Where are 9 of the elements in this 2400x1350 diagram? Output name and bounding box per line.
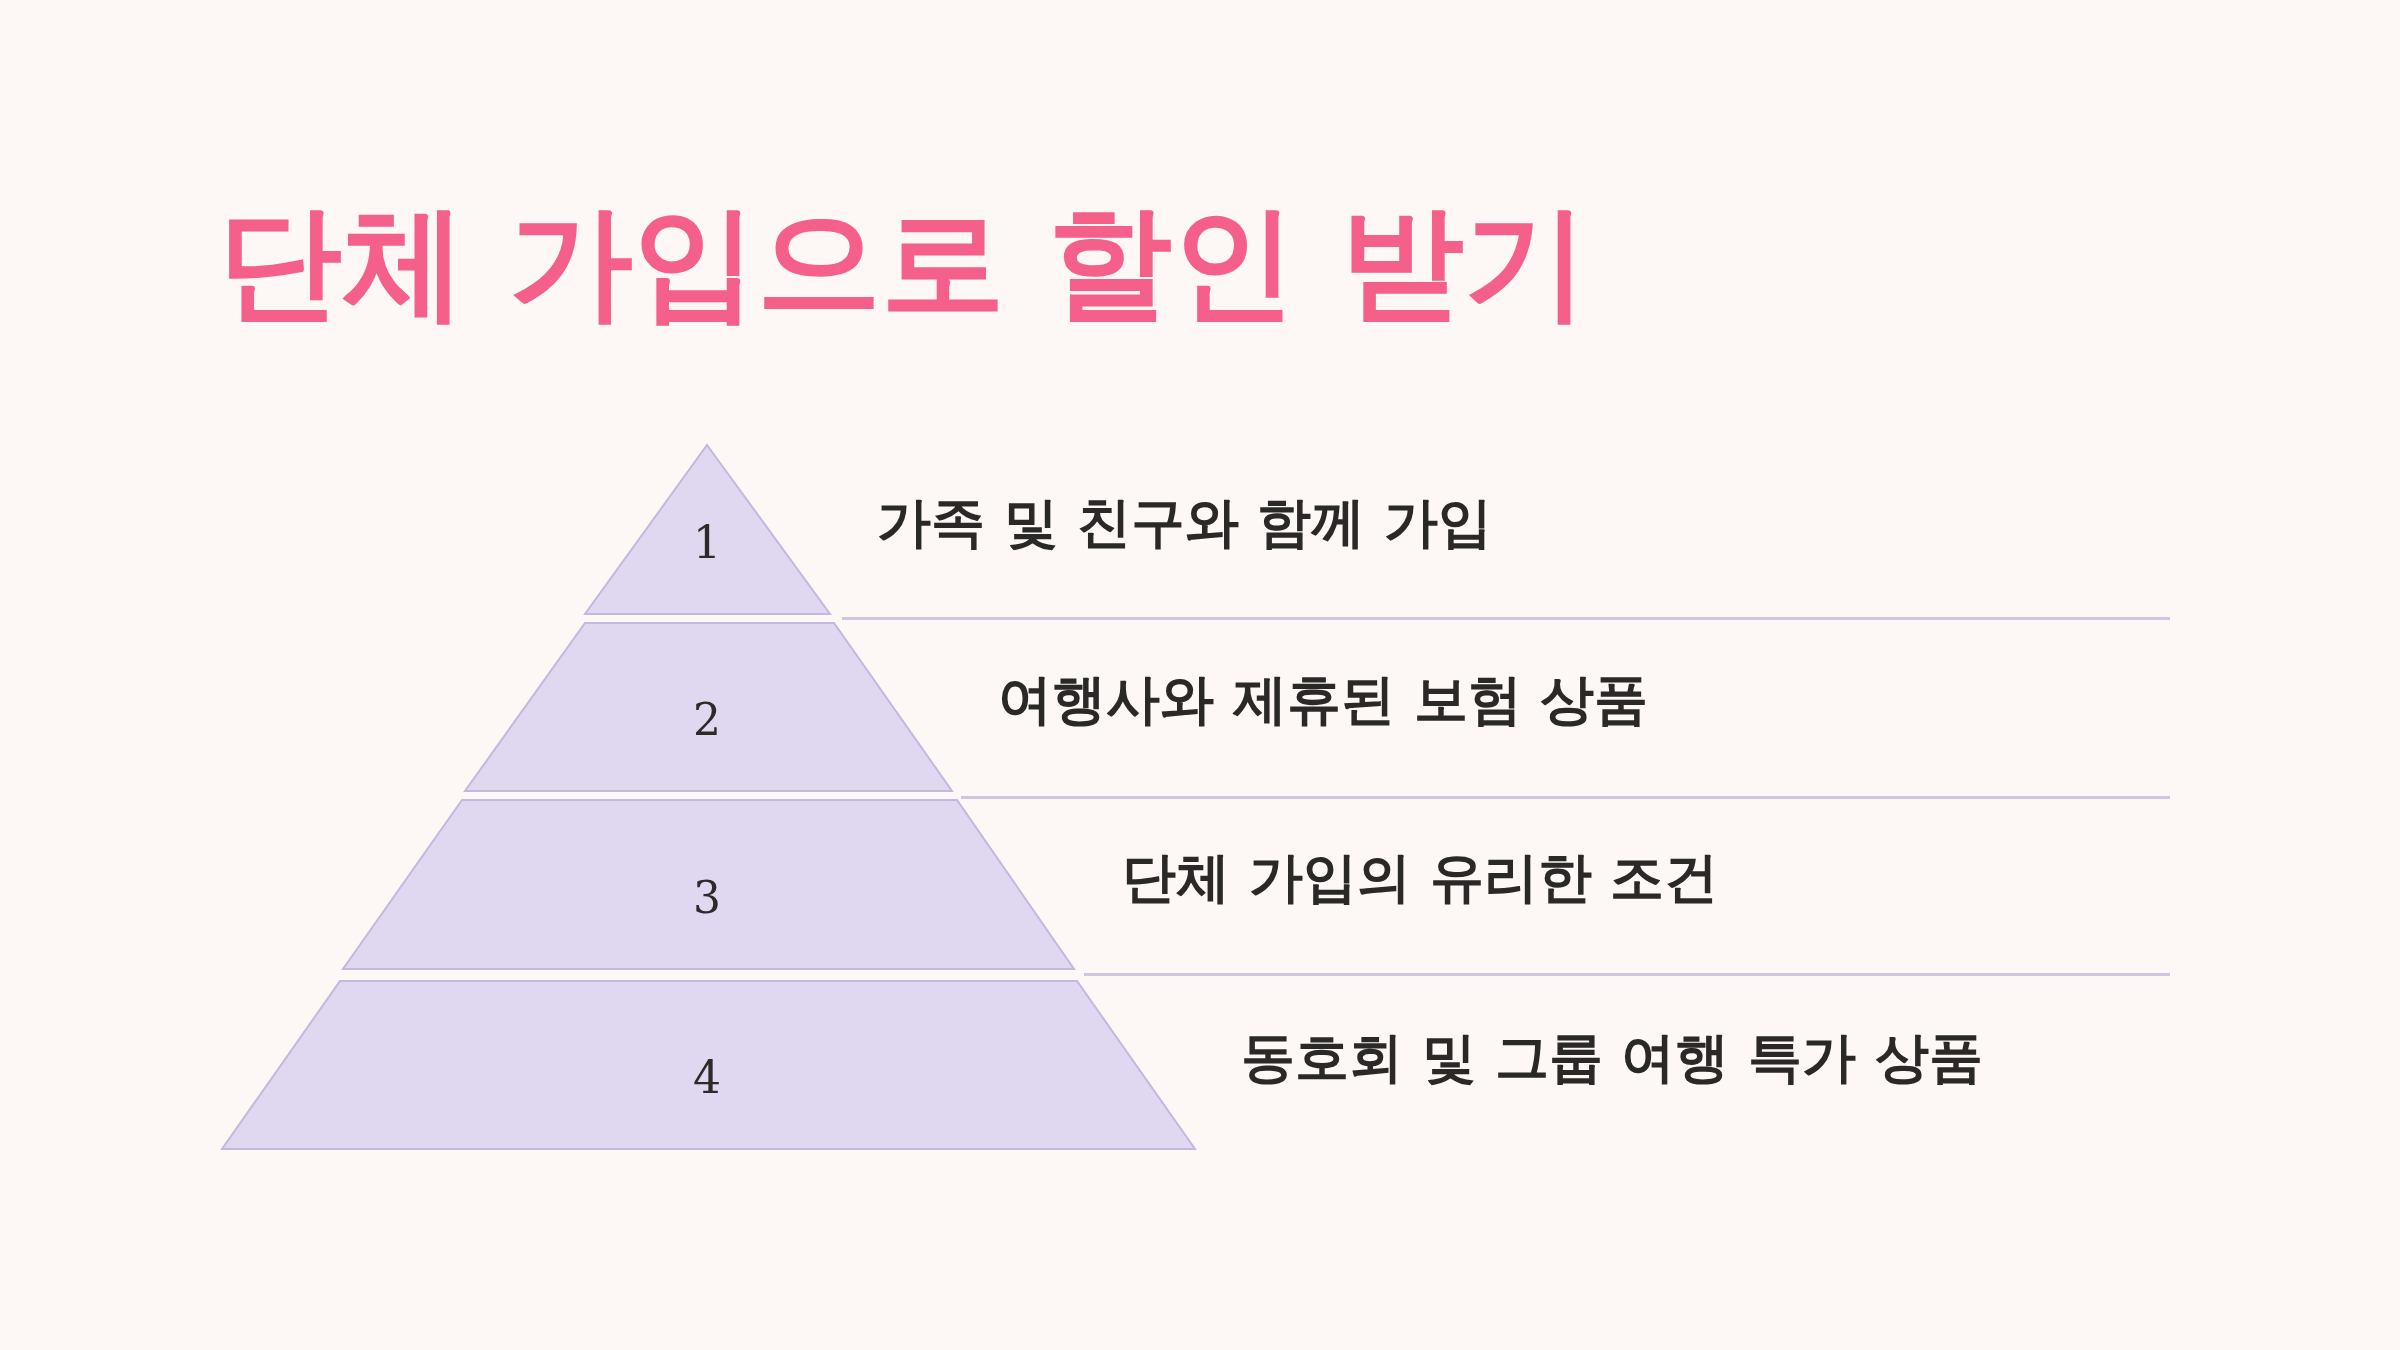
- level-number: 1: [693, 518, 721, 568]
- level-label: 가족 및 친구와 함께 가입: [877, 490, 1493, 556]
- title: 단체 가입으로 할인 받기: [218, 189, 1588, 336]
- level-label: 단체 가입의 유리한 조건: [1122, 845, 1719, 911]
- level-label: 여행사와 제휴된 보험 상품: [998, 667, 1649, 733]
- level-number: 2: [693, 696, 721, 745]
- level-label: 동호회 및 그룹 여행 특가 상품: [1241, 1025, 1983, 1091]
- level-number: 4: [693, 1054, 721, 1103]
- level-number: 3: [693, 873, 721, 923]
